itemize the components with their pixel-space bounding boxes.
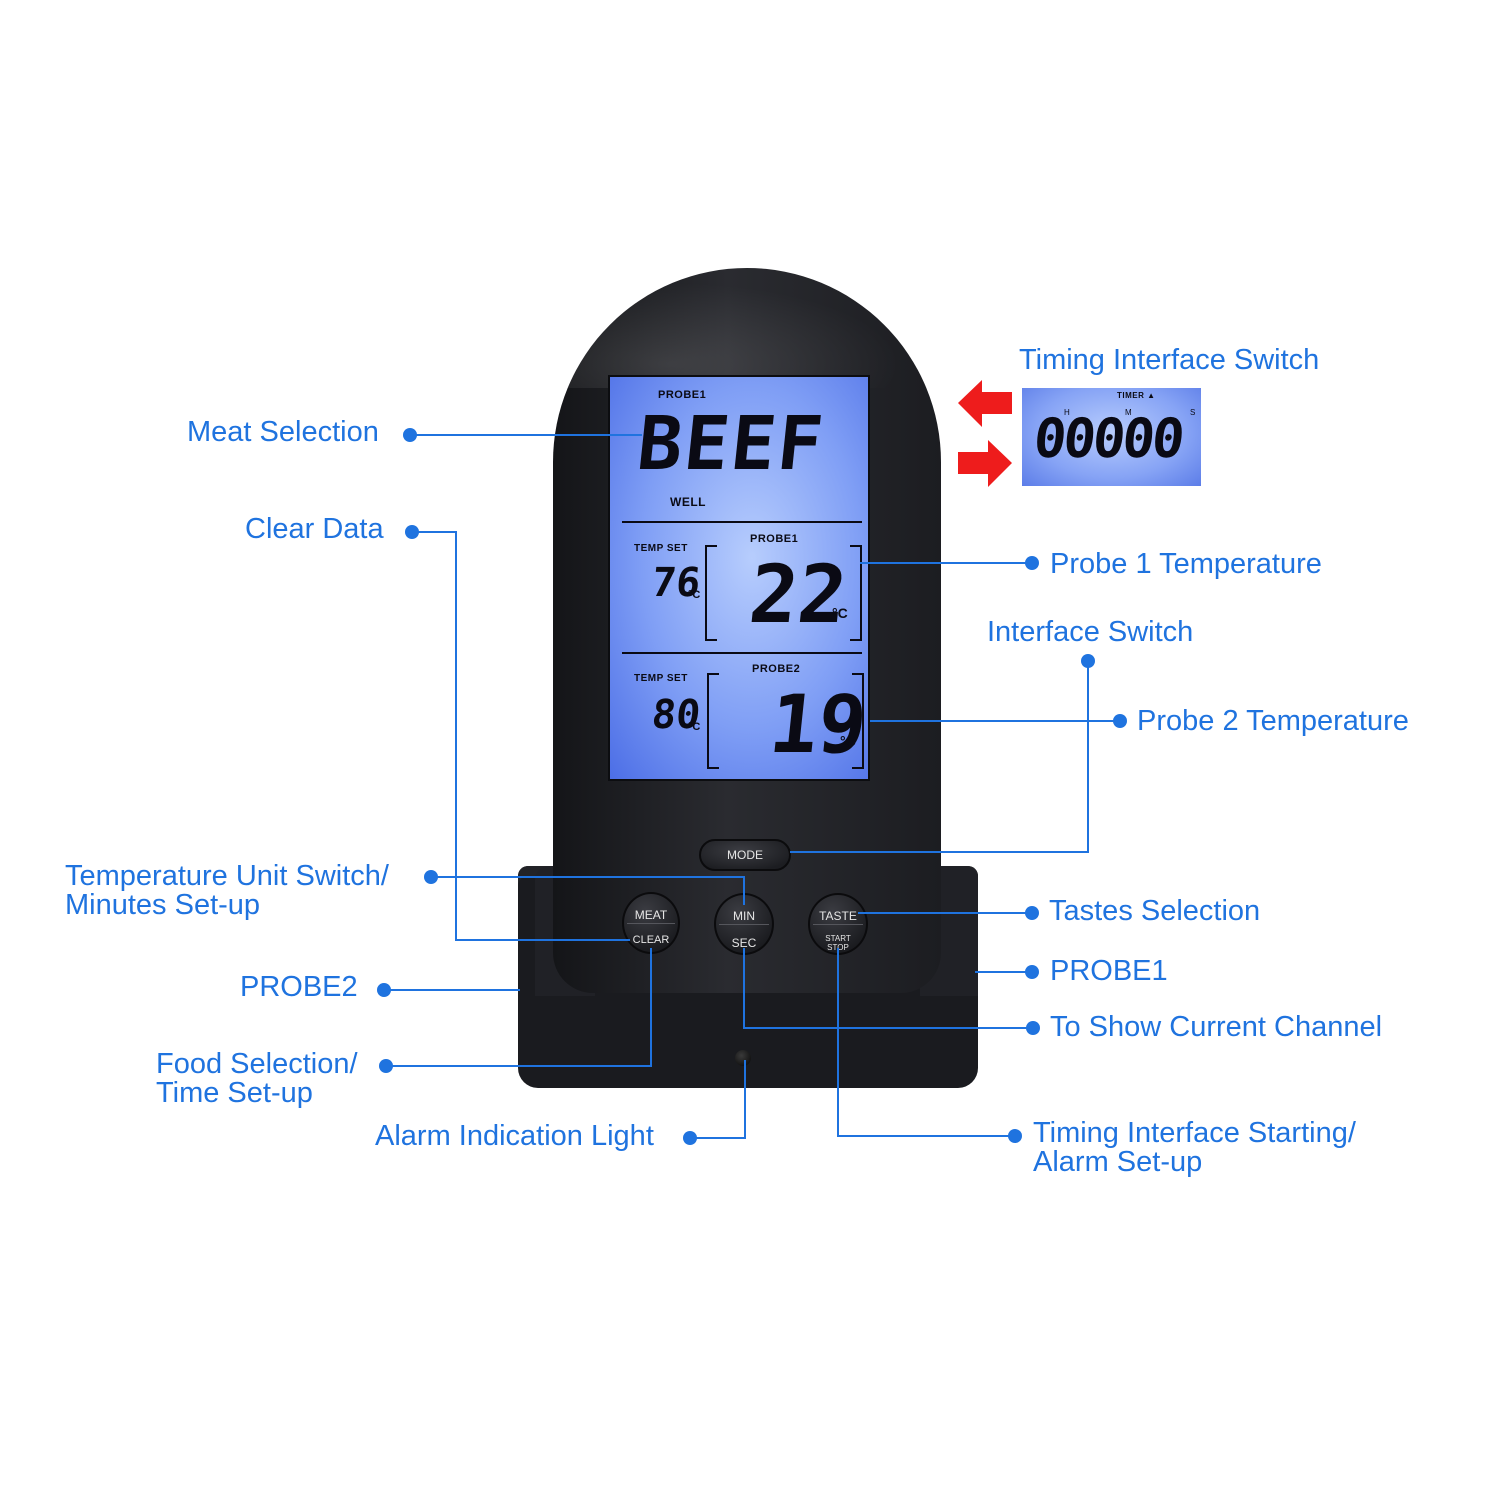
meat-clear-divider [627, 923, 675, 924]
timer-m-label: M [1125, 408, 1133, 417]
red-arrow-left [958, 380, 1012, 427]
line-food-selection [386, 948, 652, 1067]
label-timing-interface-switch: Timing Interface Switch [1019, 344, 1320, 376]
label-tastes-selection: Tastes Selection [1049, 895, 1261, 927]
label-clear-data: Clear Data [245, 513, 384, 545]
alarm-indication-led [735, 1050, 751, 1066]
lcd-probe1-label: PROBE1 [750, 533, 799, 545]
stop-button-label: STOP [827, 943, 849, 952]
lcd-probe1-set-unit: °C [688, 589, 701, 601]
timer-label: TIMER ▲ [1117, 391, 1156, 400]
min-button-label: MIN [733, 909, 755, 923]
lcd-probe2-set-unit: °C [688, 721, 701, 733]
line-interface-switch [790, 661, 1089, 853]
meat-clear-button[interactable]: MEAT CLEAR [622, 892, 680, 954]
line-clear-data [412, 531, 630, 941]
label-alarm-light: Alarm Indication Light [375, 1120, 654, 1152]
line-temp-unit [431, 876, 745, 905]
label-food-selection-line2: Time Set-up [156, 1077, 313, 1109]
timer-lcd: TIMER ▲ H M S 00000 [1022, 388, 1201, 486]
lcd-probe1-header: PROBE1 [658, 389, 707, 401]
timer-s-label: S [1190, 408, 1196, 417]
label-probe1-temperature: Probe 1 Temperature [1050, 548, 1322, 580]
clear-button-label: CLEAR [632, 934, 670, 946]
start-button-label: START [825, 934, 851, 943]
label-temp-unit-switch-line1: Temperature Unit Switch/ [65, 860, 389, 892]
label-food-selection-line1: Food Selection/ [156, 1048, 358, 1080]
label-timing-start-line1: Timing Interface Starting/ [1033, 1117, 1356, 1149]
red-arrow-right [958, 440, 1012, 487]
lcd-probe2-temp-set-label: TEMP SET [634, 673, 688, 684]
lcd-taste-value: WELL [670, 495, 706, 509]
lcd-probe1-temp-set-label: TEMP SET [634, 543, 688, 554]
line-timing-start [837, 948, 1015, 1137]
mode-button[interactable]: MODE [699, 839, 791, 871]
line-show-channel [743, 948, 1033, 1029]
main-lcd: PROBE1 BEEF WELL TEMP SET 76 °C PROBE1 2… [608, 375, 871, 781]
lcd-probe1-bracket-right [850, 545, 862, 641]
lcd-divider-1 [622, 521, 862, 523]
label-meat-selection: Meat Selection [187, 416, 379, 448]
lcd-probe2-unit: °C [840, 733, 856, 749]
lcd-divider-2 [622, 652, 862, 654]
lcd-probe2-bracket-right [852, 673, 864, 769]
taste-start-divider [813, 924, 863, 925]
timer-h-label: H [1064, 408, 1071, 417]
label-probe1: PROBE1 [1050, 955, 1168, 987]
lcd-probe2-label: PROBE2 [752, 663, 801, 675]
min-sec-divider [719, 924, 769, 925]
line-alarm-light [690, 1060, 746, 1139]
device-gloss [553, 268, 941, 388]
lcd-probe1-unit: °C [832, 605, 848, 621]
label-probe2-temperature: Probe 2 Temperature [1137, 705, 1409, 737]
sec-button-label: SEC [731, 936, 757, 950]
meat-button-label: MEAT [634, 908, 668, 922]
lcd-probe1-bracket-left [705, 545, 717, 641]
lcd-probe2-bracket-left [707, 673, 719, 769]
label-temp-unit-switch-line2: Minutes Set-up [65, 889, 261, 921]
label-timing-start-line2: Alarm Set-up [1033, 1146, 1203, 1178]
taste-start-stop-button[interactable]: TASTE START STOP [808, 893, 868, 955]
label-probe2: PROBE2 [240, 971, 358, 1003]
label-show-channel: To Show Current Channel [1050, 1011, 1383, 1043]
taste-button-label: TASTE [819, 909, 857, 923]
label-interface-switch: Interface Switch [987, 616, 1194, 648]
